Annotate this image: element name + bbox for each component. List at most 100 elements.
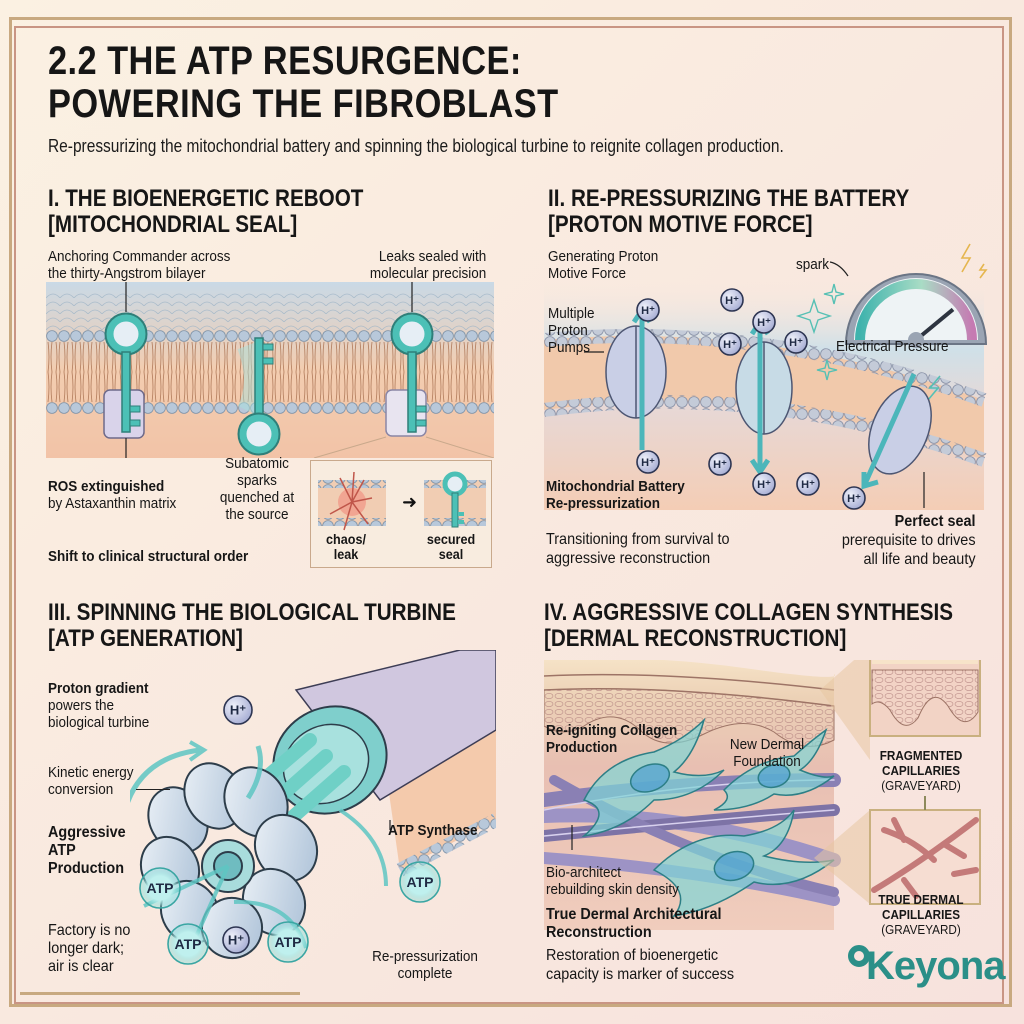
battery-label: Mitochondrial Battery Re-pressurization (546, 478, 685, 512)
shift-label: Shift to clinical structural order (48, 548, 249, 565)
key-anchor-icon (103, 282, 148, 439)
key-secured-icon (442, 471, 468, 528)
fragmented-line-2: CAPILLARIES (881, 763, 960, 778)
proton-ion: H⁺ (842, 486, 866, 510)
leak-membrane (318, 471, 386, 531)
leak-vs-seal-inset: ➜ (310, 460, 492, 568)
restoration-line-1: Restoration of bioenergetic (546, 947, 719, 964)
perfect-seal-label: Perfect seal prerequisite to drives all … (842, 512, 976, 569)
proton-ion-label: H⁺ (723, 339, 737, 351)
sparks-label-line-3: quenched at (219, 489, 295, 506)
section-3-title: III. SPINNING THE BIOLOGICAL TURBINE [AT… (48, 600, 456, 652)
zoom-beam-top (820, 660, 870, 760)
proton-ions: H⁺H⁺H⁺H⁺H⁺H⁺H⁺H⁺H⁺H⁺ (636, 288, 866, 510)
true-capillaries-inset (869, 796, 981, 905)
ros-label-rest: by Astaxanthin matrix (48, 495, 177, 512)
zoom-beam-bottom (814, 810, 870, 904)
kinetic-label-line-2: conversion (48, 781, 114, 798)
section-1-title: I. THE BIOENERGETIC REBOOT [MITOCHONDRIA… (48, 186, 363, 238)
transition-label-line-1: Transitioning from survival to (546, 531, 730, 548)
anchoring-label-line-1: Anchoring Commander across (48, 248, 231, 265)
new-dermal-line-2: Foundation (733, 753, 801, 770)
atp-molecule-label: ATP (275, 934, 302, 950)
sparks-label-line-4: the source (225, 506, 289, 523)
ros-label: ROS extinguished by Astaxanthin matrix (48, 478, 176, 512)
section-2-title: II. RE-PRESSURIZING THE BATTERY [PROTON … (548, 186, 909, 238)
proton-ion-label: H⁺ (757, 479, 771, 491)
proton-ion: H⁺ (796, 472, 820, 496)
key-logo-icon (848, 945, 870, 968)
factory-label-line-3: air is clear (48, 958, 114, 975)
true-dermal-reconstruction-line-1: True Dermal Architectural (546, 906, 722, 923)
true-capillaries-line-3: (GRAVEYARD) (881, 922, 961, 937)
restoration-label: Restoration of bioenergetic capacity is … (546, 946, 734, 984)
leaks-label-line-2: molecular precision (369, 265, 486, 282)
page-subtitle: Re-pressurizing the mitochondrial batter… (48, 136, 784, 156)
section-2-title-line-2: [PROTON MOTIVE FORCE] (548, 211, 813, 238)
section-4-title: IV. AGGRESSIVE COLLAGEN SYNTHESIS [DERMA… (544, 600, 953, 652)
gauge-needle (914, 307, 955, 342)
bio-architect-label: Bio-architect rebuilding skin density (546, 864, 679, 898)
aggressive-atp-line-1: Aggressive (48, 824, 126, 841)
new-dermal-label: New Dermal Foundation (718, 736, 817, 770)
inset-arrow-icon: ➜ (402, 492, 417, 512)
section-3-title-line-2: [ATP GENERATION] (48, 625, 243, 652)
generating-label: Generating Proton Motive Force (548, 248, 658, 282)
sparks-label-line-1: Subatomic (225, 455, 289, 472)
atp-molecule: ATP (399, 861, 441, 903)
true-dermal-reconstruction-line-2: Reconstruction (546, 924, 652, 941)
atp-synthase-label: ATP Synthase (388, 822, 478, 839)
proton-ion: H⁺ (720, 288, 744, 312)
bottom-divider (20, 992, 300, 995)
sparkle-icons (795, 283, 845, 381)
pumps-label: Multiple Proton Pumps (548, 305, 595, 356)
factory-label: Factory is no longer dark; air is clear (48, 922, 130, 976)
kinetic-pointer-line (136, 789, 170, 790)
proton-gradient-line-2: biological turbine (48, 714, 150, 731)
kinetic-label: Kinetic energy conversion (48, 764, 134, 798)
atp-molecule: ATP (267, 921, 309, 963)
pumps-label-line-2: Proton (548, 322, 588, 339)
leaks-label-line-1: Leaks sealed with (378, 248, 486, 265)
proton-ion-label: H⁺ (230, 703, 246, 718)
section-2-title-line-1: II. RE-PRESSURIZING THE BATTERY (548, 185, 910, 212)
proton-ion-label: H⁺ (228, 933, 244, 948)
key-floating-icon (237, 337, 281, 456)
proton-ion: H⁺ (223, 695, 253, 725)
aggressive-atp-line-2: ATP (48, 842, 76, 859)
proton-gradient-bold: Proton gradient (48, 680, 149, 697)
proton-ion-label: H⁺ (725, 295, 739, 307)
brand-logo: Keyona (848, 944, 1005, 989)
anchoring-label-line-2: the thirty-Angstrom bilayer (48, 265, 206, 282)
page-title-line-1: 2.2 THE ATP RESURGENCE: (48, 39, 522, 83)
proton-ion: H⁺ (636, 450, 660, 474)
pump-arrow-down (861, 372, 917, 490)
leak-burst-icon (329, 471, 373, 531)
true-capillaries-line-1: TRUE DERMAL (878, 892, 964, 907)
spark-pointer-line (829, 261, 849, 277)
atp-molecule-label: ATP (147, 880, 174, 896)
proton-ion-label: H⁺ (801, 479, 815, 491)
inset-chaos-label: chaos/ leak (321, 532, 371, 562)
sparks-label: Subatomic sparks quenched at the source (217, 455, 298, 523)
page-title: 2.2 THE ATP RESURGENCE: POWERING THE FIB… (48, 40, 559, 126)
reigniting-label-line-1: Re-igniting Collagen (546, 722, 678, 739)
perfect-seal-bold: Perfect seal (895, 513, 976, 530)
proton-ion: H⁺ (752, 472, 776, 496)
proton-ion-label: H⁺ (713, 459, 727, 471)
proton-gradient-line-1: powers the (48, 697, 115, 714)
repressurization-label: Re-pressurization complete (367, 948, 484, 982)
atp-molecule-label: ATP (407, 874, 434, 890)
battery-label-line-1: Mitochondrial Battery (546, 478, 685, 495)
true-dermal-reconstruction-label: True Dermal Architectural Reconstruction (546, 906, 722, 942)
inset-chaos-line-2: leak (333, 546, 359, 562)
sealed-membrane (424, 471, 486, 528)
proton-ion-label: H⁺ (847, 493, 861, 505)
perfect-seal-line-2: all life and beauty (863, 551, 976, 568)
inset-secured-line-1: secured (426, 531, 476, 547)
proton-ion: H⁺ (708, 452, 732, 476)
section-1-title-line-1: I. THE BIOENERGETIC REBOOT (48, 185, 364, 212)
kinetic-label-line-1: Kinetic energy (48, 764, 134, 781)
fragmented-capillaries-label: FRAGMENTED CAPILLARIES (GRAVEYARD) (872, 748, 971, 793)
